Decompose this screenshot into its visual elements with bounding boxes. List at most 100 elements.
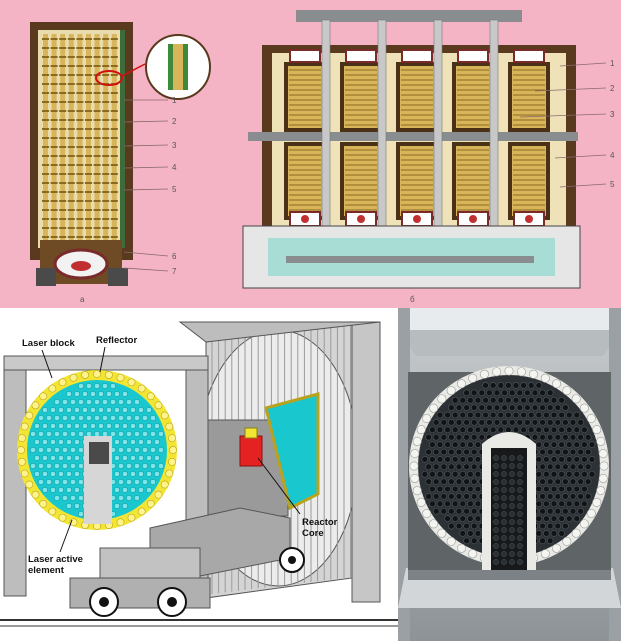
photo-core-tube [509, 503, 515, 509]
photo-tube [429, 456, 436, 463]
photo-tube [448, 507, 455, 515]
laser-element-dot [154, 455, 160, 461]
photo-tube [436, 411, 444, 419]
photo-tube [565, 470, 573, 478]
photo-core-tube [501, 503, 507, 509]
reflector-dot [31, 401, 40, 410]
rod-spacer [102, 164, 110, 166]
label-laser-active-line2: element [28, 565, 65, 576]
photo-tube [505, 396, 512, 404]
photo-tube [459, 441, 467, 448]
laser-element-dot [134, 463, 140, 469]
rod-spacer [67, 137, 75, 139]
photo-tube [463, 522, 470, 530]
photo-tube [455, 448, 463, 456]
rod-spacer [50, 146, 58, 148]
photo-tube [543, 485, 550, 493]
photo-tube [455, 522, 463, 530]
photo-ring-tube [468, 549, 478, 559]
photo-tube [459, 500, 467, 508]
rod-spacer [42, 164, 49, 166]
laser-element-dot [54, 495, 60, 501]
photo-tube [470, 448, 478, 456]
rod-spacer [42, 191, 49, 193]
photo-tube [497, 411, 505, 419]
module-core [456, 146, 490, 216]
photo-core-tube [493, 551, 499, 557]
rod-spacer [42, 182, 49, 184]
laser-element-dot [158, 431, 164, 437]
photo-tube [432, 433, 440, 441]
laser-element-dot [126, 415, 132, 421]
rod-spacer [59, 92, 67, 94]
laser-element-dot [50, 487, 56, 493]
laser-element-dot [62, 415, 68, 421]
rod-spacer [85, 236, 92, 238]
laser-element-dot [66, 487, 72, 493]
photo-tube [501, 404, 508, 411]
photo-tube [539, 493, 546, 500]
photo-core-tube [517, 487, 523, 493]
callout-leader [123, 267, 169, 272]
photo-ring-tube [412, 486, 422, 496]
rod-spacer [42, 83, 49, 85]
rod-spacer [50, 173, 58, 175]
laser-element-dot [30, 463, 36, 469]
photo-tube [463, 507, 470, 515]
photo-tube [565, 485, 573, 493]
laser-element-dot [130, 439, 136, 445]
rod-spacer [93, 128, 101, 130]
photo-tube [508, 404, 516, 411]
laser-element-dot [118, 447, 124, 453]
photo-tube [459, 470, 467, 478]
laser-element-dot [94, 383, 100, 389]
rod-spacer [67, 236, 75, 238]
rod-spacer [59, 65, 67, 67]
rod-spacer [93, 191, 101, 193]
rod-spacer [50, 101, 58, 103]
laser-element-dot [34, 439, 40, 445]
photo-tube [562, 448, 569, 456]
laser-element-dot [42, 455, 48, 461]
support-column [489, 19, 499, 257]
photo-tube [577, 463, 584, 471]
reflector-dot [17, 446, 25, 454]
laser-element-dot [126, 495, 132, 501]
reflector-dot [39, 499, 48, 508]
laser-element-dot [86, 399, 92, 405]
laser-element-dot [70, 495, 76, 501]
rod-spacer [76, 146, 84, 148]
photo-tube [429, 426, 436, 434]
reflector-dot [154, 401, 163, 410]
photo-tube [478, 389, 486, 397]
photo-core-tubes [493, 455, 523, 565]
photo-tube [527, 411, 535, 419]
support-column [377, 19, 387, 257]
photo-ring-tube [437, 394, 447, 404]
photo-ring-tube [516, 367, 526, 377]
reflector-dot [48, 384, 57, 393]
laser-element-dot [70, 399, 76, 405]
photo-tube [436, 441, 444, 448]
rod-spacer [110, 137, 118, 139]
rod-spacer [50, 38, 58, 40]
photo-tube [539, 507, 546, 515]
label-reactor-line2: Core [302, 528, 324, 539]
photo-tube [569, 448, 577, 456]
rod-spacer [42, 110, 49, 112]
photo-tube [558, 456, 565, 463]
reflector-dot [116, 373, 125, 382]
photo-tube [470, 507, 478, 515]
laser-element-dot [54, 431, 60, 437]
laser-element-dot [78, 399, 84, 405]
module-top-cap [401, 49, 433, 63]
cutaway-svg: Laser block Reflector Laser active eleme… [0, 308, 398, 641]
photo-core-tube [509, 455, 515, 461]
rod-spacer [102, 92, 110, 94]
photo-tube [425, 448, 432, 456]
rod-spacer [102, 56, 110, 58]
laser-element-dot [46, 463, 52, 469]
photo-tube [565, 500, 573, 508]
laser-element-dot [134, 495, 140, 501]
photo-tube [440, 419, 448, 426]
